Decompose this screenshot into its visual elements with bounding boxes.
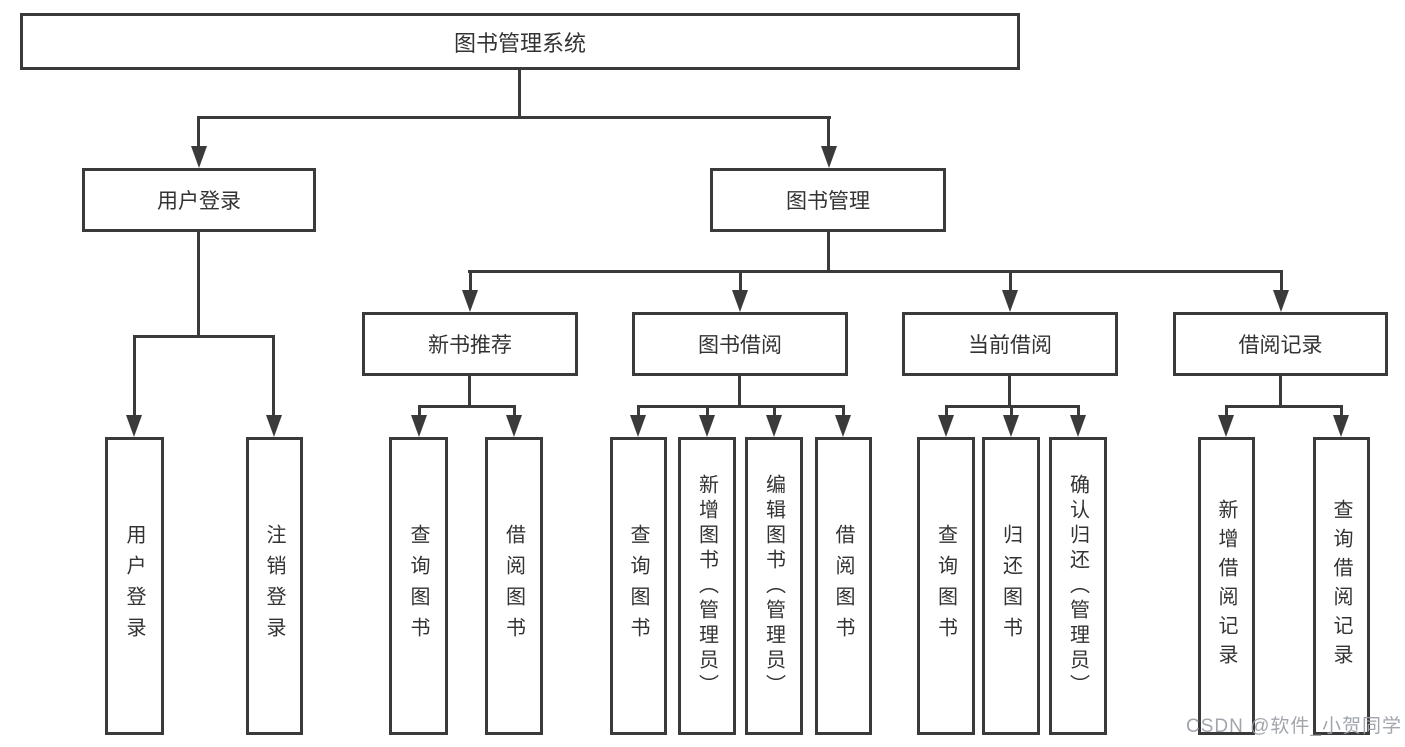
leaf-borrow-add-book-admin: 新增图书（管理员）: [678, 437, 736, 735]
arrow-down-icon: [411, 415, 427, 437]
arrow-down-icon: [266, 415, 282, 437]
node-root-title: 图书管理系统: [20, 13, 1020, 70]
leaf-label: 归还图书: [999, 524, 1022, 648]
connector-line: [513, 405, 516, 417]
connector-line: [1008, 376, 1011, 407]
node-new-book-recommend: 新书推荐: [362, 312, 578, 376]
leaf-label: 查询图书: [627, 524, 649, 648]
connector-line: [272, 335, 275, 417]
arrow-down-icon: [732, 290, 748, 312]
leaf-newbook-borrow-book: 借阅图书: [485, 437, 543, 735]
connector-line: [827, 116, 830, 149]
leaf-label: 查询图书: [407, 524, 429, 648]
arrow-down-icon: [462, 290, 478, 312]
connector-line: [197, 116, 200, 149]
connector-line: [518, 70, 521, 117]
leaf-borrow-query-book: 查询图书: [610, 437, 667, 735]
connector-line: [133, 335, 136, 417]
watermark: CSDN @软件_小贺同学: [1186, 716, 1402, 737]
arrow-down-icon: [630, 415, 646, 437]
leaf-records-query-record: 查询借阅记录: [1313, 437, 1370, 735]
leaf-user-login: 用户登录: [105, 437, 164, 735]
leaf-label: 新增图书（管理员）: [695, 473, 718, 699]
leaf-label: 注销登录: [263, 524, 285, 648]
arrow-down-icon: [126, 415, 142, 437]
leaf-label: 用户登录: [123, 524, 145, 648]
arrow-down-icon: [938, 415, 954, 437]
connector-line: [1009, 270, 1012, 292]
leaf-label: 新增借阅记录: [1215, 499, 1237, 673]
leaf-current-return-book: 归还图书: [982, 437, 1040, 735]
arrow-down-icon: [506, 415, 522, 437]
arrow-down-icon: [835, 415, 851, 437]
connector-line: [1340, 405, 1343, 417]
connector-line: [1077, 405, 1080, 417]
arrow-down-icon: [1070, 415, 1086, 437]
arrow-down-icon: [1002, 290, 1018, 312]
leaf-label: 借阅图书: [502, 524, 525, 648]
connector-line: [738, 376, 741, 407]
node-borrow-records: 借阅记录: [1173, 312, 1388, 376]
arrow-down-icon: [766, 415, 782, 437]
connector-line: [1226, 405, 1342, 408]
connector-line: [418, 405, 421, 417]
arrow-down-icon: [1273, 290, 1289, 312]
connector-line: [197, 116, 831, 119]
arrow-down-icon: [1003, 415, 1019, 437]
connector-line: [468, 376, 471, 407]
connector-line: [133, 335, 275, 338]
connector-line: [1280, 270, 1283, 292]
leaf-label: 借阅图书: [832, 524, 854, 648]
leaf-borrow-borrow-book: 借阅图书: [815, 437, 872, 735]
arrow-down-icon: [821, 146, 837, 168]
leaf-label: 编辑图书（管理员）: [762, 473, 785, 699]
arrow-down-icon: [1333, 415, 1349, 437]
connector-line: [945, 405, 948, 417]
leaf-current-confirm-return-admin: 确认归还（管理员）: [1049, 437, 1107, 735]
connector-line: [1010, 405, 1013, 417]
arrow-down-icon: [191, 146, 207, 168]
connector-line: [469, 270, 472, 292]
leaf-current-query-book: 查询图书: [917, 437, 975, 735]
connector-line: [418, 405, 515, 408]
connector-line: [706, 405, 709, 417]
leaf-borrow-edit-book-admin: 编辑图书（管理员）: [745, 437, 803, 735]
connector-line: [1225, 405, 1228, 417]
connector-line: [827, 232, 830, 272]
arrow-down-icon: [699, 415, 715, 437]
connector-line: [197, 232, 200, 337]
connector-line: [1279, 376, 1282, 407]
leaf-logout: 注销登录: [246, 437, 303, 735]
connector-line: [842, 405, 845, 417]
node-user-login: 用户登录: [82, 168, 316, 232]
leaf-label: 确认归还（管理员）: [1066, 473, 1089, 699]
leaf-newbook-query-book: 查询图书: [389, 437, 448, 735]
arrow-down-icon: [1218, 415, 1234, 437]
connector-line: [637, 405, 640, 417]
leaf-label: 查询图书: [934, 524, 957, 648]
connector-line: [468, 270, 1282, 273]
connector-line: [637, 405, 844, 408]
node-current-borrow: 当前借阅: [902, 312, 1118, 376]
node-book-borrow: 图书借阅: [632, 312, 848, 376]
leaf-label: 查询借阅记录: [1330, 499, 1352, 673]
leaf-records-add-record: 新增借阅记录: [1198, 437, 1255, 735]
connector-line: [773, 405, 776, 417]
node-book-management: 图书管理: [710, 168, 946, 232]
connector-line: [739, 270, 742, 292]
